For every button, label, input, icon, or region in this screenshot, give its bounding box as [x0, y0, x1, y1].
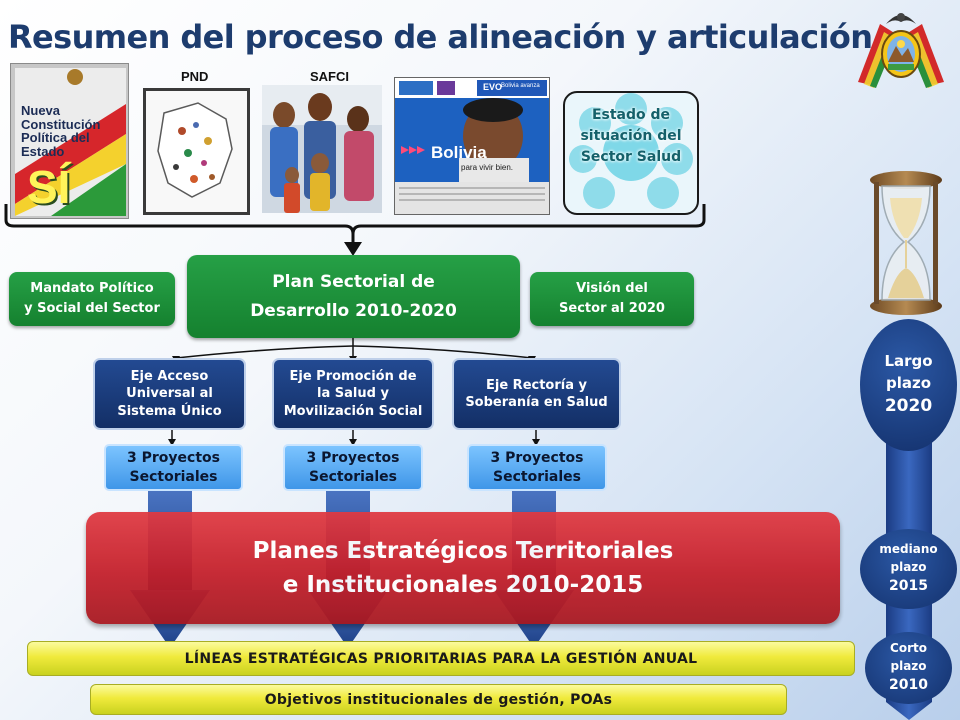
- proyectos-2-line-1: 3 Proyectos: [306, 449, 400, 466]
- eje-3-line-1: Eje Rectoría y: [486, 377, 587, 393]
- pnd-label: PND: [181, 69, 209, 84]
- eje-1-line-3: Sistema Único: [117, 403, 222, 419]
- vision-line-2: Sector al 2020: [559, 301, 665, 316]
- proyectos-box-1: 3 Proyectos Sectoriales: [104, 444, 243, 491]
- constitution-line-4: Estado: [21, 143, 65, 159]
- safci-label: SAFCI: [310, 69, 349, 84]
- poster-sub: para vivir bien.: [461, 163, 514, 172]
- mediano-l1: mediano: [879, 542, 938, 557]
- constitution-cover-image: Nueva Constitución Política del Estado S…: [10, 63, 129, 219]
- largo-l3: 2020: [884, 396, 933, 417]
- hourglass-icon: [870, 171, 942, 315]
- poster-evo: EVO: [483, 82, 503, 92]
- constitution-line-2: Constitución: [21, 116, 101, 132]
- mandato-line-2: y Social del Sector: [24, 301, 160, 316]
- proyectos-1-line-2: Sectoriales: [129, 468, 218, 485]
- bracket-connector: [4, 204, 706, 256]
- ejes-to-proyectos-connector: [168, 430, 540, 446]
- page-title: Resumen del proceso de alineación y arti…: [8, 18, 873, 56]
- coat-of-arms-icon: [858, 13, 944, 88]
- largo-plazo-circle: Largo plazo 2020: [860, 319, 957, 451]
- eje-2-line-3: Movilización Social: [283, 403, 423, 419]
- constitution-si: SÍ: [27, 161, 71, 213]
- eje-acceso-box: Eje Acceso Universal al Sistema Único: [93, 358, 246, 430]
- mediano-l2: plazo: [890, 559, 927, 574]
- corto-l1: Corto: [890, 641, 927, 656]
- vision-line-1: Visión del: [576, 280, 648, 296]
- plan-to-ejes-connector: [172, 338, 536, 363]
- plan-sectorial-line-2: Desarrollo 2010-2020: [250, 300, 457, 321]
- planes-line-2: e Institucionales 2010-2015: [282, 572, 644, 598]
- plan-sectorial-line-1: Plan Sectorial de: [272, 271, 435, 292]
- corto-l2: plazo: [890, 658, 927, 673]
- corto-l3: 2010: [889, 677, 928, 694]
- poster-bolivia: Bolivia: [431, 143, 487, 162]
- mediano-l3: 2015: [889, 578, 928, 595]
- planes-estrategicos-banner: Planes Estratégicos Territoriales e Inst…: [86, 512, 840, 624]
- corto-plazo-circle: Corto plazo 2010: [865, 632, 952, 704]
- eje-1-line-1: Eje Acceso: [130, 369, 209, 385]
- proyectos-box-3: 3 Proyectos Sectoriales: [467, 444, 607, 491]
- plan-sectorial-box: Plan Sectorial de Desarrollo 2010-2020: [187, 255, 520, 338]
- pnd-map-image: [143, 88, 250, 215]
- eje-1-line-2: Universal al: [126, 386, 213, 402]
- proyectos-box-2: 3 Proyectos Sectoriales: [283, 444, 423, 491]
- largo-l2: plazo: [885, 373, 932, 392]
- poster-evo-sub: Bolivia avanza: [501, 83, 540, 89]
- mandato-line-1: Mandato Político: [30, 280, 154, 296]
- lineas-estrategicas-bar: LÍNEAS ESTRATÉGICAS PRIORITARIAS PARA LA…: [27, 641, 855, 676]
- estado-situacion-text: Estado de situación del Sector Salud: [580, 107, 682, 165]
- eje-2-line-2: la Salud y: [317, 386, 389, 402]
- mandato-box: Mandato Político y Social del Sector: [9, 272, 175, 326]
- objetivos-bar: Objetivos institucionales de gestión, PO…: [90, 684, 787, 715]
- bolivia-poster-image: EVO Bolivia avanza Bolivia para vivir bi…: [394, 77, 550, 215]
- proyectos-3-line-2: Sectoriales: [493, 468, 581, 485]
- constitution-line-3: Política del: [21, 130, 90, 146]
- constitution-line-1: Nueva: [21, 103, 61, 118]
- vision-box: Visión del Sector al 2020: [530, 272, 694, 326]
- eje-2-line-1: Eje Promoción de: [289, 369, 417, 385]
- proyectos-2-line-2: Sectoriales: [309, 468, 397, 485]
- mediano-plazo-circle: mediano plazo 2015: [860, 529, 957, 609]
- proyectos-1-line-1: 3 Proyectos: [127, 449, 220, 466]
- eje-promocion-box: Eje Promoción de la Salud y Movilización…: [272, 358, 434, 430]
- eje-3-line-2: Soberanía en Salud: [465, 395, 608, 410]
- largo-l1: Largo: [884, 351, 933, 370]
- safci-family-image: [262, 85, 382, 213]
- estado-situacion-graphic: Estado de situación del Sector Salud: [563, 91, 699, 215]
- proyectos-3-line-1: 3 Proyectos: [490, 449, 584, 466]
- eje-rectoria-box: Eje Rectoría y Soberanía en Salud: [452, 358, 621, 430]
- planes-line-1: Planes Estratégicos Territoriales: [252, 537, 674, 564]
